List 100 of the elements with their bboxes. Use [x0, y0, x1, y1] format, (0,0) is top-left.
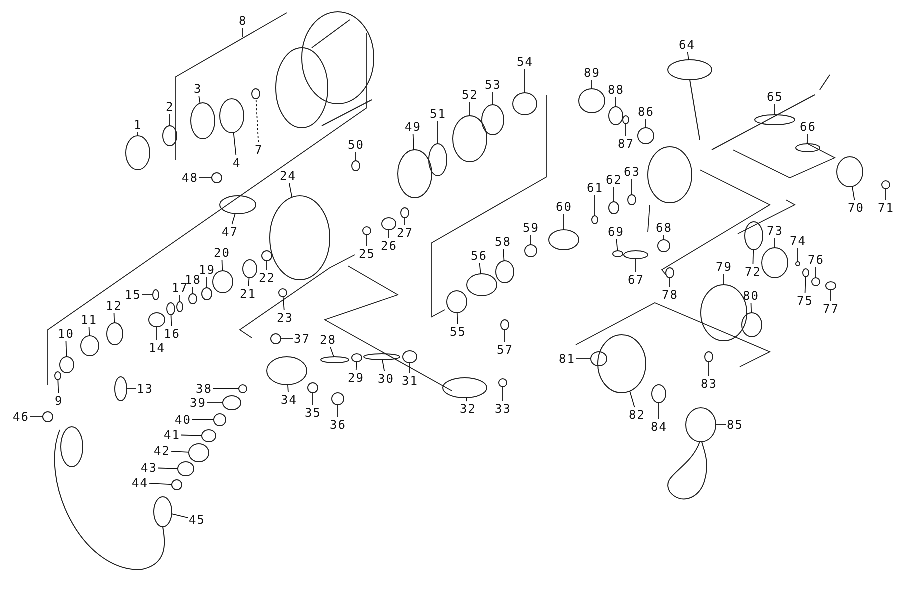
part-outline [512, 92, 538, 116]
callout-number: 51 [430, 108, 446, 120]
leader-line [330, 347, 334, 358]
callout-number: 13 [137, 382, 154, 396]
callout-number: 58 [495, 236, 512, 248]
part-outline [686, 408, 716, 442]
part-outline [668, 60, 712, 80]
callout-number: 46 [13, 410, 30, 424]
callout-number: 7 [255, 144, 264, 156]
callout-number: 60 [556, 200, 572, 214]
callout-number: 53 [485, 78, 502, 92]
part-outline [590, 352, 608, 366]
part-outline [220, 196, 256, 214]
leader-line [198, 96, 201, 104]
leader-line [774, 104, 776, 116]
part-outline [212, 270, 234, 294]
leader-line [388, 230, 390, 239]
callout-number: 25 [359, 248, 376, 260]
leader-line [750, 303, 752, 314]
part-outline [400, 208, 410, 218]
leader-line [404, 218, 406, 226]
callout-number: 34 [281, 394, 298, 406]
part-outline [452, 116, 488, 162]
part-outline [270, 334, 282, 344]
part-outline [548, 230, 580, 250]
part-outline [762, 248, 788, 278]
part-outline [446, 290, 468, 314]
callout-number: 22 [259, 272, 276, 284]
callout-number: 23 [277, 312, 294, 324]
callout-number: 36 [330, 418, 346, 432]
callout-number: 66 [800, 120, 816, 134]
callout-number: 72 [745, 266, 762, 278]
part-outline [262, 250, 272, 262]
leader-line [158, 468, 178, 470]
part-outline [608, 106, 624, 126]
callout-number: 64 [679, 38, 696, 52]
callout-number: 38 [196, 382, 212, 396]
callout-number: 47 [222, 226, 238, 238]
part-outline [608, 202, 620, 214]
part-outline [278, 288, 288, 298]
part-outline [826, 282, 836, 290]
callout-number: 83 [701, 378, 718, 390]
part-outline [188, 444, 210, 462]
callout-number: 84 [651, 420, 668, 434]
part-outline [802, 268, 810, 278]
part-outline [60, 356, 74, 374]
leader-line [479, 263, 482, 274]
callout-number: 12 [106, 300, 122, 312]
leader-line [616, 239, 618, 252]
part-outline [382, 218, 396, 230]
callout-number: 49 [405, 120, 422, 134]
part-outline [80, 336, 100, 356]
callout-number: 50 [348, 138, 364, 152]
part-outline [154, 496, 172, 528]
callout-number: 86 [638, 106, 654, 118]
callout-number: 63 [624, 166, 640, 178]
part-outline [442, 378, 488, 398]
callout-number: 57 [497, 344, 514, 356]
callout-number: 44 [132, 476, 148, 490]
leader-line [288, 384, 289, 393]
leader-line [382, 360, 386, 372]
callout-number: 37 [294, 332, 310, 346]
part-outline [126, 136, 150, 170]
callout-number: 70 [848, 202, 864, 214]
leader-line [530, 235, 532, 246]
callout-number: 31 [402, 374, 418, 388]
part-outline [666, 268, 674, 278]
part-outline [202, 430, 216, 442]
callout-number: 67 [628, 274, 644, 286]
part-outline [114, 376, 128, 402]
part-outline [176, 302, 184, 312]
part-outline [754, 114, 796, 126]
leader-line [774, 238, 776, 248]
callout-number: 1 [134, 118, 142, 132]
part-outline [498, 378, 508, 388]
callout-number: 69 [608, 226, 624, 238]
part-outline [190, 102, 216, 140]
leader-line [170, 451, 190, 453]
part-outline [362, 226, 372, 236]
part-outline [624, 250, 648, 260]
leader-line [804, 276, 806, 294]
callout-number: 32 [460, 402, 476, 416]
part-outline [628, 194, 636, 206]
callout-number: 79 [716, 260, 732, 274]
leader-line [206, 402, 224, 404]
part-outline [402, 350, 418, 364]
callout-number: 33 [495, 402, 512, 416]
part-outline [704, 352, 714, 362]
part-outline [578, 88, 606, 114]
leader-line [266, 260, 268, 271]
leader-line [126, 388, 136, 390]
leader-line [356, 362, 358, 371]
part-outline [742, 312, 762, 338]
part-outline [812, 278, 820, 286]
part-outline [882, 180, 890, 190]
callout-number: 52 [462, 88, 478, 102]
leader-line [852, 186, 856, 201]
leader-line [171, 514, 188, 518]
leader-line [630, 390, 636, 408]
leader-line [114, 313, 116, 324]
